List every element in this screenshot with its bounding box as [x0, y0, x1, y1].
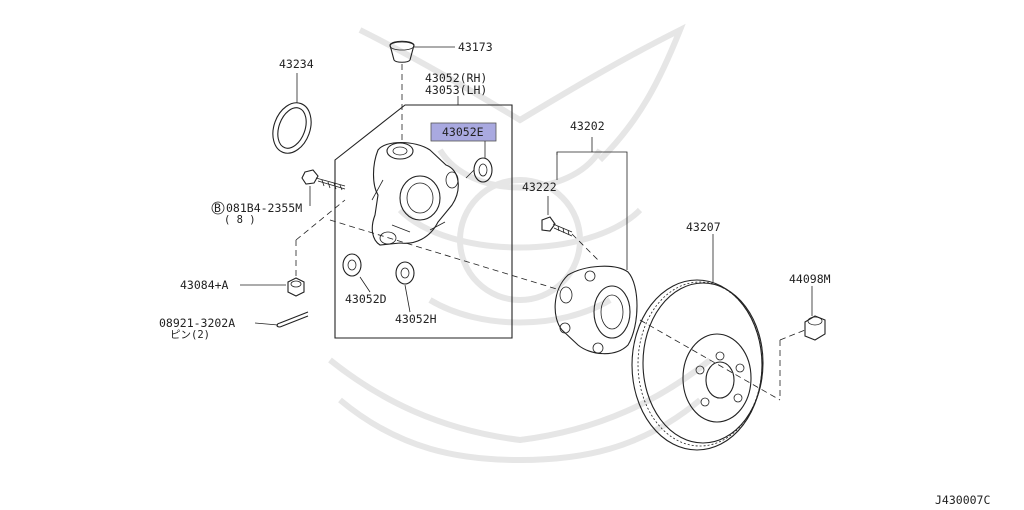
label-08921-3202a: 08921-3202A	[159, 316, 235, 330]
part-43052e-bushing[interactable]	[465, 157, 493, 183]
label-43173: 43173	[458, 40, 493, 54]
knuckle-group-box	[334, 104, 513, 339]
bolt-b-circle-icon	[211, 201, 225, 215]
part-43202-hub-assembly[interactable]	[554, 265, 638, 355]
label-43052d: 43052D	[345, 292, 387, 306]
label-44098m: 44098M	[789, 272, 831, 286]
label-bolt-qty: ( 8 )	[224, 214, 256, 226]
part-081b4-bolt[interactable]	[295, 169, 346, 241]
label-bolt-circle-b: B	[214, 201, 221, 215]
label-43052e: 43052E	[442, 125, 484, 139]
diagram-code: J430007C	[935, 493, 990, 507]
part-43052d-bushing[interactable]	[342, 253, 371, 293]
part-43234-seal-ring[interactable]	[266, 73, 318, 159]
label-43052-rh: 43052(RH)	[425, 71, 487, 85]
part-44098m-plug[interactable]	[779, 286, 826, 400]
part-43052h-bushing[interactable]	[395, 261, 415, 313]
label-43202: 43202	[570, 119, 605, 133]
part-43173-cap[interactable]	[389, 40, 455, 140]
label-43222: 43222	[522, 180, 557, 194]
part-43222-hub-bolt[interactable]	[541, 196, 601, 263]
bracket-43202	[556, 137, 628, 270]
label-pin-note: ピン(2)	[170, 329, 210, 341]
part-43207-brake-rotor[interactable]	[631, 234, 764, 451]
label-43053-lh: 43053(LH)	[425, 83, 487, 97]
label-43084a: 43084+A	[180, 278, 229, 292]
label-081b4-2355m: 081B4-2355M	[226, 201, 302, 215]
part-08921-cotter-pin[interactable]	[254, 311, 309, 328]
label-43207: 43207	[686, 220, 721, 234]
part-43052-knuckle[interactable]	[371, 141, 459, 246]
label-43052e-highlight[interactable]	[430, 122, 497, 142]
label-43234: 43234	[279, 57, 314, 71]
part-43084a-nut[interactable]	[240, 240, 305, 297]
label-43052h: 43052H	[395, 312, 437, 326]
watermark-logo	[328, 23, 712, 464]
